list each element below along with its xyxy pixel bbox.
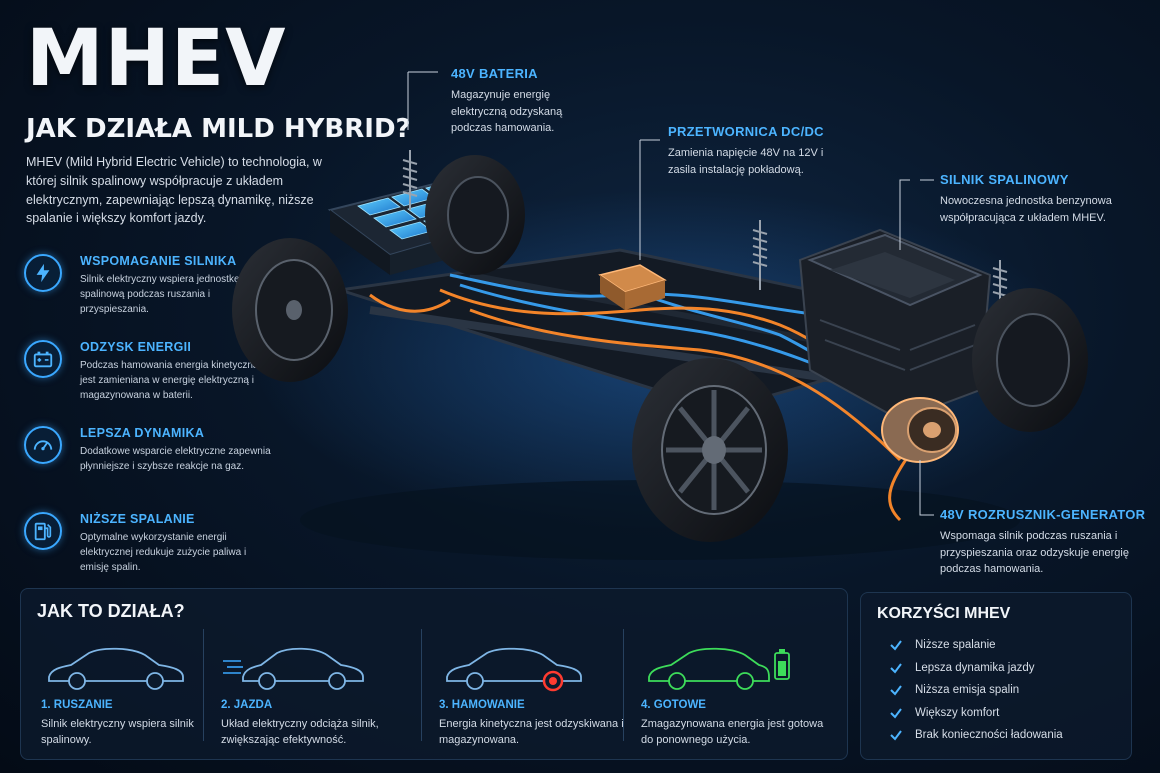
feature-title: WSPOMAGANIE SILNIKA xyxy=(80,254,237,268)
engine-block xyxy=(798,228,992,422)
callout-battery: 48V BATERIA Magazynuje energię elektrycz… xyxy=(451,66,581,137)
step-text: Układ elektryczny odciąża silnik, zwięks… xyxy=(221,718,379,746)
check-icon xyxy=(890,707,902,719)
feature-item: ODZYSK ENERGII Podczas hamowania energia… xyxy=(24,340,274,422)
speedometer-icon xyxy=(24,426,62,464)
battery-icon xyxy=(24,340,62,378)
feature-title: NIŻSZE SPALANIE xyxy=(80,512,195,526)
intro-text: MHEV (Mild Hybrid Electric Vehicle) to t… xyxy=(26,155,322,226)
callout-title: 48V ROZRUSZNIK-GENERATOR xyxy=(940,507,1146,522)
feature-text: Dodatkowe wsparcie elektryczne zapewnia … xyxy=(80,446,271,472)
benefit-label: Lepsza dynamika jazdy xyxy=(915,661,1035,674)
benefit-label: Większy komfort xyxy=(915,706,1000,719)
benefit-item: Niższe spalanie xyxy=(889,637,1063,660)
step-title: 4. GOTOWE xyxy=(641,699,706,711)
lightning-icon xyxy=(24,254,62,292)
check-icon xyxy=(890,640,902,651)
step-text: Zmagazynowana energia jest gotowa do pon… xyxy=(641,718,824,746)
wheel-rear-right xyxy=(425,155,525,275)
feature-title: LEPSZA DYNAMIKA xyxy=(80,426,205,440)
car-braking-icon xyxy=(446,647,582,692)
starter-generator xyxy=(881,397,959,463)
step-title: 3. HAMOWANIE xyxy=(439,699,525,711)
benefits-list: Niższe spalanie Lepsza dynamika jazdy Ni… xyxy=(889,637,1063,750)
feature-item: NIŻSZE SPALANIE Optymalne wykorzystanie … xyxy=(24,512,274,594)
feature-title: ODZYSK ENERGII xyxy=(80,340,192,354)
step-item: 2. JAZDA Układ elektryczny odciąża silni… xyxy=(221,629,417,751)
step-text: Silnik elektryczny wspiera silnik spalin… xyxy=(41,718,194,746)
benefit-item: Brak konieczności ładowania xyxy=(889,727,1063,750)
shock-absorbers xyxy=(402,150,1008,320)
car-moving-icon xyxy=(223,647,364,690)
callout-dcdc: PRZETWORNICA DC/DC Zamienia napięcie 48V… xyxy=(668,124,828,178)
car-charged-icon xyxy=(648,647,790,690)
page-title: MHEV xyxy=(26,14,287,104)
wheel-front-right xyxy=(972,288,1088,432)
step-title: 2. JAZDA xyxy=(221,699,273,711)
callout-engine: SILNIK SPALINOWY Nowoczesna jednostka be… xyxy=(940,172,1130,226)
benefit-label: Niższe spalanie xyxy=(915,639,996,651)
feature-item: LEPSZA DYNAMIKA Dodatkowe wsparcie elekt… xyxy=(24,426,274,508)
callout-starter: 48V ROZRUSZNIK-GENERATOR Wspomaga silnik… xyxy=(940,507,1150,578)
callout-text: Magazynuje energię elektryczną odzyskaną… xyxy=(451,89,563,134)
check-icon xyxy=(890,662,902,674)
callout-lines xyxy=(407,71,934,516)
feature-text: Optymalne wykorzystanie energii elektryc… xyxy=(80,532,247,573)
check-icon xyxy=(890,730,902,741)
callout-text: Wspomaga silnik podczas ruszania i przys… xyxy=(940,530,1129,575)
step-divider xyxy=(623,629,624,741)
feature-list: WSPOMAGANIE SILNIKA Silnik elektryczny w… xyxy=(24,250,274,594)
how-it-works-panel: JAK TO DZIAŁA? 1. RUSZANIE Silnik elektr… xyxy=(20,588,848,760)
benefits-title: KORZYŚCI MHEV xyxy=(877,605,1011,622)
step-item: 1. RUSZANIE Silnik elektryczny wspiera s… xyxy=(41,629,237,751)
callout-title: SILNIK SPALINOWY xyxy=(940,172,1069,187)
benefit-item: Większy komfort xyxy=(889,705,1063,728)
benefit-label: Niższa emisja spalin xyxy=(915,684,1020,696)
benefit-item: Lepsza dynamika jazdy xyxy=(889,660,1063,683)
step-divider xyxy=(421,629,422,741)
benefit-label: Brak konieczności ładowania xyxy=(915,729,1063,741)
dcdc-converter xyxy=(598,264,667,310)
benefits-panel: KORZYŚCI MHEV Niższe spalanie Lepsza dyn… xyxy=(860,592,1132,760)
feature-text: Silnik elektryczny wspiera jednostkę spa… xyxy=(80,274,240,315)
page-subtitle: JAK DZIAŁA MILD HYBRID? xyxy=(26,114,411,144)
callout-title: 48V BATERIA xyxy=(451,66,538,81)
car-outline-icon xyxy=(48,647,184,690)
check-icon xyxy=(890,685,902,696)
feature-text: Podczas hamowania energia kinetyczna jes… xyxy=(80,360,259,401)
callout-text: Zamienia napięcie 48V na 12V i zasila in… xyxy=(668,147,824,176)
step-item: 3. HAMOWANIE Energia kinetyczna jest odz… xyxy=(439,629,635,751)
step-title: 1. RUSZANIE xyxy=(41,699,113,711)
chassis-illustration xyxy=(232,71,1090,560)
step-text: Energia kinetyczna jest odzyskiwana i ma… xyxy=(439,718,624,746)
callout-text: Nowoczesna jednostka benzynowa współprac… xyxy=(940,195,1112,224)
step-divider xyxy=(203,629,204,741)
wheel-rear-left xyxy=(232,238,348,382)
benefit-item: Niższa emisja spalin xyxy=(889,682,1063,705)
callout-title: PRZETWORNICA DC/DC xyxy=(668,124,824,139)
step-item: 4. GOTOWE Zmagazynowana energia jest got… xyxy=(641,629,837,751)
how-title: JAK TO DZIAŁA? xyxy=(37,601,185,621)
feature-item: WSPOMAGANIE SILNIKA Silnik elektryczny w… xyxy=(24,254,274,336)
fuel-pump-icon xyxy=(24,512,62,550)
wheel-front-left xyxy=(632,358,788,542)
